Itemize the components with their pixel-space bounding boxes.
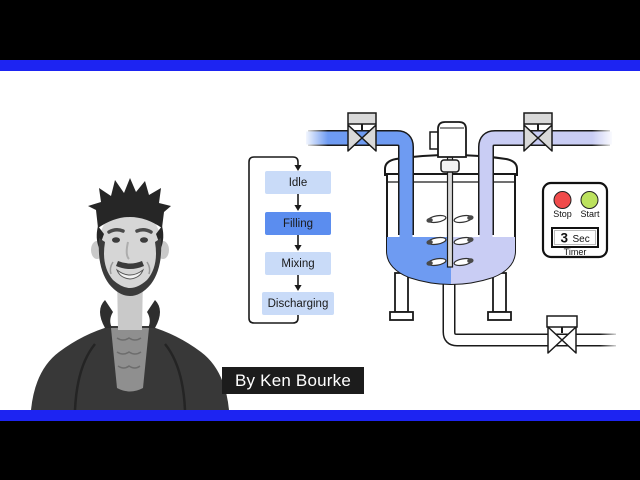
eye-left	[112, 237, 120, 243]
pipe-fade	[600, 331, 620, 349]
state-label: Idle	[288, 176, 308, 189]
flowchart-connectors	[248, 156, 302, 324]
state-label: Filling	[282, 217, 314, 230]
state-label: Mixing	[281, 257, 315, 270]
accent-bar-bottom	[0, 410, 640, 421]
tank-foot-right	[487, 311, 512, 321]
timer-label: Timer	[564, 247, 587, 257]
timer-unit: Sec	[573, 234, 590, 245]
valve-body	[523, 124, 539, 152]
discharge-valve-actuator	[546, 315, 578, 328]
outlet-pipe-fluid	[479, 131, 612, 238]
start-button[interactable]	[580, 191, 599, 209]
tank-leg-right	[492, 272, 507, 313]
discharge-valve	[546, 315, 578, 354]
outlet-valve	[523, 112, 553, 152]
flow-arrow	[294, 285, 302, 291]
discharge-pipe	[444, 278, 618, 345]
tank-foot-left	[389, 311, 414, 321]
smile	[115, 268, 145, 280]
presenter-hair	[88, 178, 171, 228]
agitator-shaft	[446, 156, 454, 268]
stop-label: Stop	[553, 209, 572, 219]
state-box-filling: Filling	[265, 212, 331, 235]
state-box-mixing: Mixing	[265, 252, 331, 275]
agitator-motor	[437, 121, 467, 158]
state-box-idle: Idle	[265, 171, 331, 194]
eyebrow-right	[135, 227, 153, 234]
flow-arrow	[294, 205, 302, 211]
start-label: Start	[580, 209, 600, 219]
pipe-fade	[592, 129, 614, 147]
valve-body	[537, 124, 553, 152]
presenter-shirt	[111, 328, 149, 392]
author-badge: By Ken Bourke	[222, 367, 364, 394]
presenter-beard	[98, 238, 162, 296]
pipe-fade	[304, 129, 328, 147]
tank-leg-left	[394, 272, 409, 313]
agitator-blades	[426, 214, 474, 267]
valve-body	[361, 124, 377, 152]
smile-crease-right	[146, 261, 151, 275]
flow-loop-line	[248, 156, 299, 324]
flow-arrow	[294, 165, 302, 171]
timer-display	[551, 227, 599, 248]
presenter-photo	[31, 178, 229, 410]
smile-crease-left	[109, 261, 114, 275]
eye-right	[140, 237, 148, 243]
content-area: Idle Filling Mixing Discharging	[0, 71, 640, 410]
hoodie-fold	[73, 343, 96, 410]
mixing-tank-diagram: Stop Start 3 Sec Timer	[304, 112, 620, 354]
discharge-pipe-outline	[442, 278, 616, 347]
valve-body	[547, 326, 563, 354]
shirt-pattern	[116, 337, 142, 369]
control-panel: Stop Start 3 Sec Timer	[541, 181, 609, 259]
timer-display-bevel	[554, 230, 596, 245]
state-box-discharging: Discharging	[262, 292, 334, 315]
author-badge-label: By Ken Bourke	[235, 370, 351, 390]
flow-arrow	[294, 245, 302, 251]
inlet-pipe-fluid	[306, 131, 413, 238]
stop-button[interactable]	[553, 191, 572, 209]
presenter-face	[98, 208, 162, 288]
state-label: Discharging	[267, 297, 329, 310]
eyebrow-left	[107, 227, 125, 234]
mustache	[116, 261, 144, 269]
inlet-valve-actuator	[347, 112, 377, 125]
hoodie-fold	[164, 343, 187, 410]
accent-bar-top	[0, 60, 640, 71]
timer-value: 3	[560, 231, 568, 246]
hood-left	[100, 300, 113, 328]
valve-body	[561, 326, 577, 354]
valve-body	[347, 124, 363, 152]
nose	[125, 241, 130, 260]
hair-side-left	[96, 226, 104, 248]
hair-side-right	[156, 226, 164, 248]
hood-right	[147, 300, 160, 328]
inlet-valve	[347, 112, 377, 152]
shaft-coupling	[440, 159, 460, 173]
state-flowchart: Idle Filling Mixing Discharging	[240, 140, 365, 335]
outlet-valve-actuator	[523, 112, 553, 125]
